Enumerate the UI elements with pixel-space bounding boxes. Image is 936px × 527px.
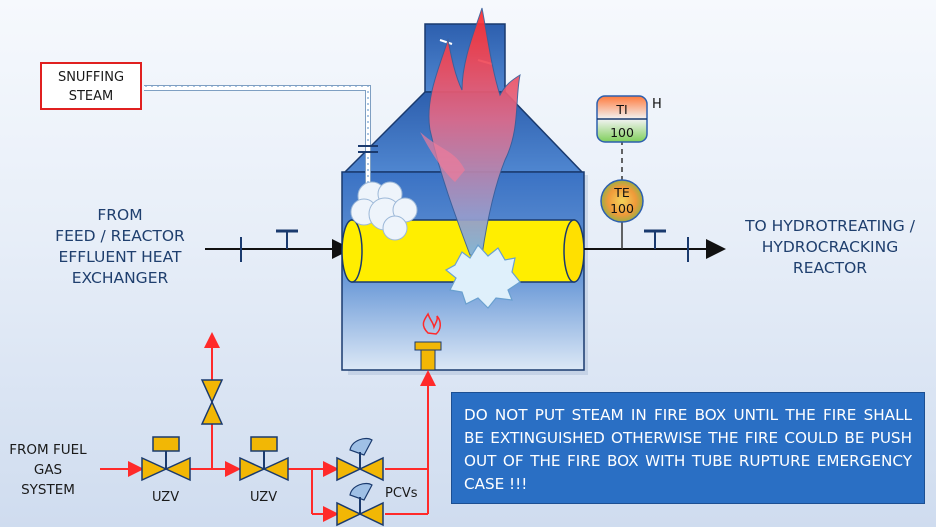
te-value: 100 xyxy=(610,201,634,216)
ti-tag: TI xyxy=(615,102,627,117)
burner-body xyxy=(420,349,436,371)
burner-tip xyxy=(414,341,442,351)
uzv-2-label: UZV xyxy=(250,490,278,505)
warning-text: DO NOT PUT STEAM IN FIRE BOX UNTIL THE F… xyxy=(464,406,912,493)
snuffing-steam-label-line-2: STEAM xyxy=(68,89,114,104)
to-reactor-label: TO HYDROTREATING / HYDROCRACKING REACTOR xyxy=(730,216,930,279)
snuffing-steam-line xyxy=(144,86,370,185)
from-feed-label: FROM FEED / REACTOR EFFLUENT HEAT EXCHAN… xyxy=(40,205,200,289)
from-feed-label-line-2: FEED / REACTOR xyxy=(55,227,185,245)
tube-outlet-end xyxy=(563,219,585,283)
from-feed-label-line-4: EXCHANGER xyxy=(71,269,169,287)
from-fuel-gas-label: FROM FUEL GAS SYSTEM xyxy=(2,440,94,500)
steam-cloud xyxy=(350,181,418,241)
uzv-valve-1 xyxy=(141,436,191,482)
uzv-valve-2 xyxy=(239,436,289,482)
ti-alarm-high: H xyxy=(652,97,662,112)
tube-rupture-burst xyxy=(444,244,521,309)
to-reactor-label-line-3: REACTOR xyxy=(792,259,868,277)
tube-inlet-end xyxy=(341,219,363,283)
to-reactor-label-line-1: TO HYDROTREATING / xyxy=(745,217,915,235)
pcvs-label: PCVs xyxy=(385,486,418,501)
te-element-circle xyxy=(600,179,644,223)
pcv-valve-2 xyxy=(336,482,384,527)
from-feed-label-line-1: FROM xyxy=(97,206,143,224)
uzv-1-label: UZV xyxy=(152,490,180,505)
snuffing-steam-label-box: SNUFFING STEAM xyxy=(40,62,142,110)
snuffing-steam-label-line-1: SNUFFING xyxy=(57,70,125,85)
to-reactor-label-line-2: HYDROCRACKING xyxy=(761,238,899,256)
ti-value: 100 xyxy=(610,125,634,140)
te-tag: TE xyxy=(613,185,630,200)
from-fuel-gas-label-line-2: GAS xyxy=(33,462,63,478)
fuel-gas-lines xyxy=(100,332,436,522)
flame-tongue-left xyxy=(420,132,465,182)
vent-valve xyxy=(200,379,224,425)
burner-flame-icon xyxy=(422,312,441,335)
warning-box: DO NOT PUT STEAM IN FIRE BOX UNTIL THE F… xyxy=(451,392,925,504)
from-fuel-gas-label-line-3: SYSTEM xyxy=(21,482,75,498)
snuffing-steam-line-outer xyxy=(144,85,371,185)
stack-damper-left xyxy=(439,39,453,45)
from-feed-label-line-3: EFFLUENT HEAT xyxy=(58,248,182,266)
from-fuel-gas-label-line-1: FROM FUEL xyxy=(9,442,87,458)
pcv-valve-1 xyxy=(336,437,384,482)
fire-flame xyxy=(428,7,521,256)
